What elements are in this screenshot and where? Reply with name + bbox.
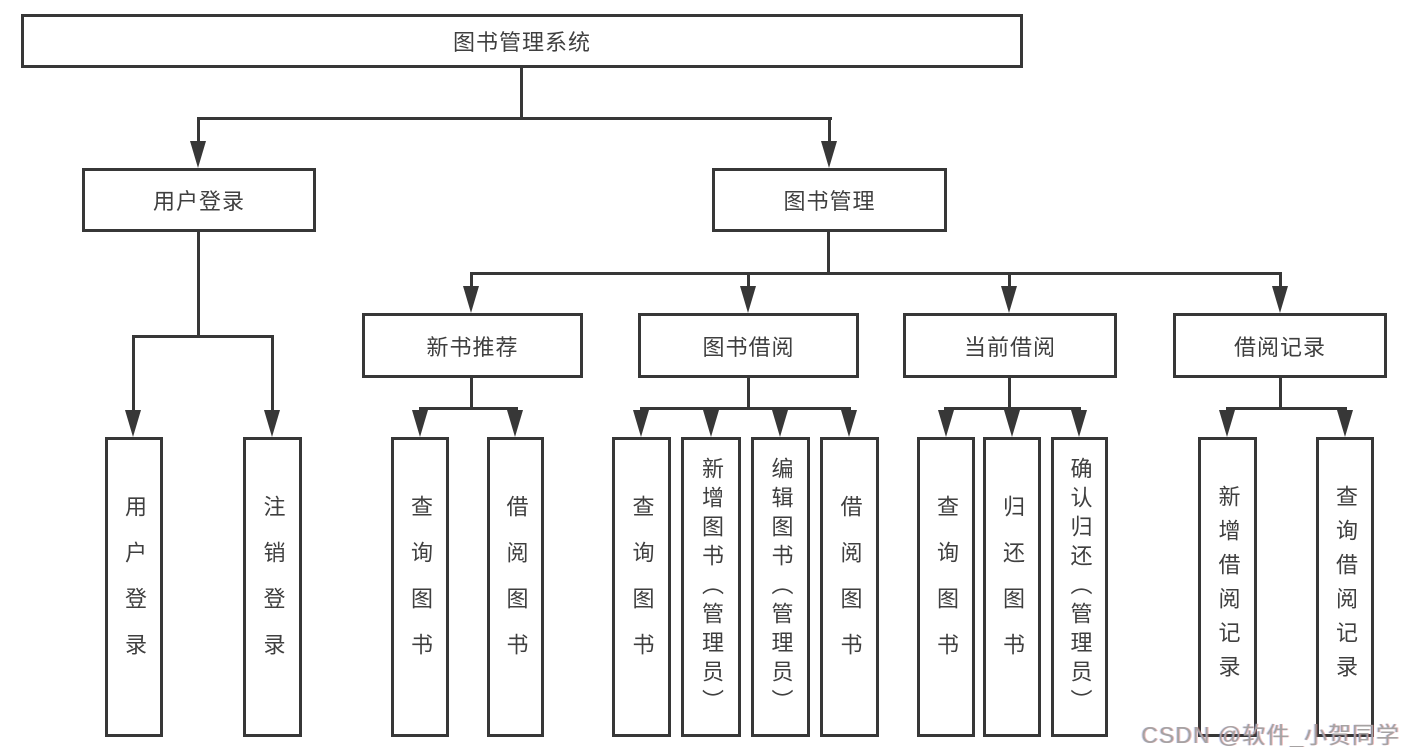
node-label: 当前借阅 (963, 334, 1056, 360)
leaf-query-borrow-record: 查询借阅记录 (1316, 437, 1374, 737)
connector-line (1279, 272, 1282, 290)
arrow-down-icon (264, 410, 280, 437)
connector-line (271, 335, 274, 416)
arrow-down-icon (507, 410, 523, 437)
connector-line (132, 335, 274, 338)
leaf-label: 查询图书 (934, 495, 959, 679)
arrow-down-icon (1337, 410, 1353, 437)
arrow-down-icon (938, 410, 954, 437)
leaf-label: 用户登录 (122, 495, 147, 679)
leaf-label: 新增图书（管理员） (699, 456, 724, 718)
leaf-borrow-books: 借阅图书 (820, 437, 879, 737)
node-root-label: 图书管理系统 (452, 30, 591, 55)
leaf-label: 查询图书 (629, 495, 655, 679)
connector-line (1008, 272, 1011, 290)
leaf-query-books-current: 查询图书 (917, 437, 975, 737)
connector-line (419, 407, 518, 410)
arrow-down-icon (1272, 286, 1288, 313)
node-book-management: 图书管理 (712, 168, 947, 232)
connector-line (520, 68, 523, 117)
node-label: 用户登录 (152, 189, 245, 214)
leaf-add-borrow-record: 新增借阅记录 (1198, 437, 1257, 737)
node-user-login: 用户登录 (82, 168, 316, 232)
leaf-label: 新增借阅记录 (1215, 485, 1241, 689)
node-label: 借阅记录 (1233, 334, 1326, 360)
node-root: 图书管理系统 (21, 14, 1023, 68)
node-label: 新书推荐 (426, 334, 519, 360)
leaf-logout: 注销登录 (243, 437, 302, 737)
leaf-edit-books-admin: 编辑图书（管理员） (751, 437, 810, 737)
arrow-down-icon (740, 286, 756, 313)
arrow-down-icon (463, 286, 479, 313)
arrow-down-icon (1004, 410, 1020, 437)
arrow-down-icon (1071, 410, 1087, 437)
arrow-down-icon (772, 410, 788, 437)
connector-line (470, 378, 473, 407)
leaf-query-books-recommend: 查询图书 (391, 437, 449, 737)
connector-line (828, 117, 831, 145)
arrow-down-icon (1219, 410, 1235, 437)
arrow-down-icon (841, 410, 857, 437)
connector-line (197, 117, 200, 145)
leaf-label: 查询图书 (408, 495, 433, 679)
arrow-down-icon (821, 141, 837, 168)
connector-line (198, 117, 832, 120)
leaf-label: 借阅图书 (837, 495, 863, 679)
connector-line (747, 272, 750, 290)
watermark-text: CSDN @软件_小贺同学 (1141, 722, 1400, 747)
connector-line (197, 232, 200, 335)
connector-line (747, 378, 750, 407)
node-book-borrowing: 图书借阅 (638, 313, 859, 378)
connector-line (132, 335, 135, 416)
connector-line (827, 232, 830, 272)
node-new-book-recommend: 新书推荐 (362, 313, 583, 378)
arrow-down-icon (1001, 286, 1017, 313)
arrow-down-icon (190, 141, 206, 168)
leaf-add-books-admin: 新增图书（管理员） (681, 437, 741, 737)
arrow-down-icon (703, 410, 719, 437)
connector-line (1226, 407, 1347, 410)
leaf-confirm-return-admin: 确认归还（管理员） (1051, 437, 1108, 737)
leaf-label: 借阅图书 (503, 495, 529, 679)
node-label: 图书管理 (783, 189, 876, 214)
leaf-borrow-books-recommend: 借阅图书 (487, 437, 544, 737)
connector-line (470, 272, 473, 290)
arrow-down-icon (633, 410, 649, 437)
leaf-return-books: 归还图书 (983, 437, 1041, 737)
arrow-down-icon (412, 410, 428, 437)
node-current-borrowing: 当前借阅 (903, 313, 1117, 378)
connector-line (640, 407, 851, 410)
leaf-label: 编辑图书（管理员） (768, 456, 794, 718)
arrow-down-icon (125, 410, 141, 437)
leaf-label: 归还图书 (1000, 495, 1025, 679)
node-borrowing-records: 借阅记录 (1173, 313, 1387, 378)
leaf-label: 确认归还（管理员） (1067, 456, 1093, 718)
node-label: 图书借阅 (702, 334, 795, 360)
leaf-user-login: 用户登录 (105, 437, 163, 737)
leaf-label: 查询借阅记录 (1333, 485, 1358, 689)
connector-line (470, 272, 1282, 275)
leaf-query-books: 查询图书 (612, 437, 671, 737)
leaf-label: 注销登录 (260, 495, 286, 679)
connector-line (1279, 378, 1282, 407)
connector-line (1008, 378, 1011, 407)
